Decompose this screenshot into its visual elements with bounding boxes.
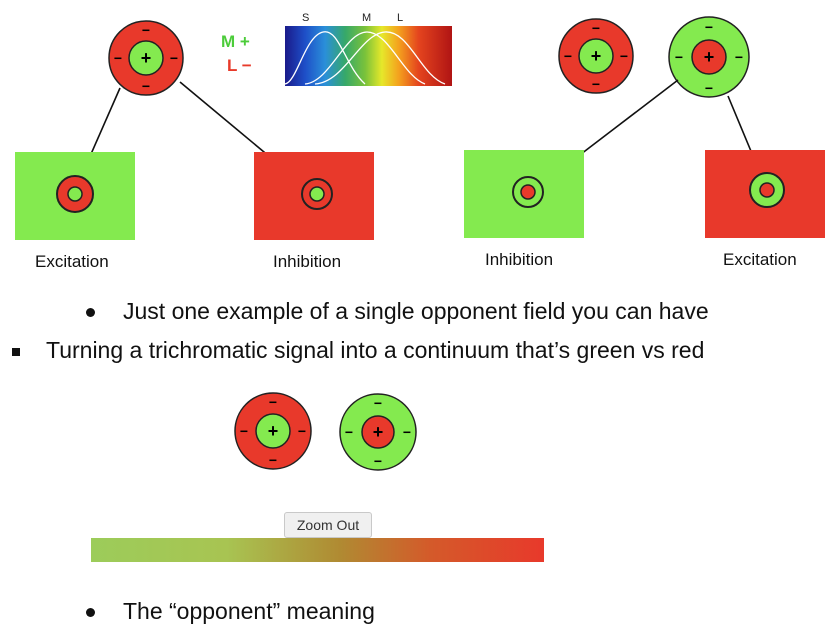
bullet-text-3: The “opponent” meaning: [123, 598, 375, 624]
receptive-field-red-surround-left: + − − − −: [108, 20, 184, 96]
bullet-text-1: Just one example of a single opponent fi…: [123, 298, 709, 324]
svg-text:−: −: [592, 76, 600, 92]
svg-text:−: −: [298, 423, 306, 439]
svg-text:−: −: [403, 424, 411, 440]
label-inhibition-left: Inhibition: [273, 252, 342, 271]
bullet-opponent-meaning: The “opponent” meaning: [86, 598, 375, 625]
svg-text:−: −: [269, 394, 277, 410]
cone-spectrum: [284, 26, 452, 86]
zoom-out-button[interactable]: Zoom Out: [284, 512, 372, 538]
svg-text:+: +: [268, 421, 279, 441]
receptive-field-red-surround-lower: + − − − −: [234, 392, 312, 470]
bullet-dot-icon: [86, 608, 95, 618]
label-excitation-right: Excitation: [723, 250, 797, 269]
panel-excitation-left: [15, 152, 135, 240]
surround-minus-left: −: [114, 50, 122, 66]
svg-text:−: −: [345, 424, 353, 440]
panel-inhibition-left: [254, 152, 374, 240]
l-cone-curve: [314, 31, 446, 85]
svg-text:−: −: [374, 453, 382, 469]
bullet-dot-icon: [86, 308, 95, 318]
svg-text:+: +: [704, 47, 715, 67]
svg-text:+: +: [373, 422, 384, 442]
svg-text:−: −: [269, 452, 277, 468]
center-plus: +: [141, 48, 152, 68]
bullet-single-opponent: Just one example of a single opponent fi…: [86, 298, 709, 325]
receptive-field-green-surround-right: + − − − −: [668, 16, 750, 98]
svg-text:−: −: [735, 49, 743, 65]
receptive-field-red-surround-right: + − − − −: [558, 18, 634, 94]
svg-text:−: −: [620, 48, 628, 64]
svg-text:+: +: [591, 46, 602, 66]
receptive-field-green-surround-lower: + − − − −: [339, 393, 417, 471]
panel-excitation-right: [705, 150, 825, 238]
surround-minus-right: −: [170, 50, 178, 66]
bullet-square-icon: [12, 347, 20, 356]
bullet-trichromatic: Turning a trichromatic signal into a con…: [12, 337, 704, 364]
svg-text:−: −: [592, 20, 600, 36]
surround-minus-top: −: [142, 22, 150, 38]
svg-text:−: −: [374, 395, 382, 411]
panel-inhibition-right: [464, 150, 584, 238]
s-cone-curve: [284, 31, 366, 85]
svg-text:−: −: [564, 48, 572, 64]
surround-minus-bottom: −: [142, 78, 150, 94]
spectrum-label-l: L: [397, 12, 404, 24]
m-cone-curve: [304, 31, 426, 85]
green-red-continuum-bar: [91, 538, 544, 562]
label-excitation-left: Excitation: [35, 252, 109, 271]
svg-text:−: −: [240, 423, 248, 439]
spectrum-label-m: M: [362, 12, 372, 24]
svg-text:−: −: [675, 49, 683, 65]
spectrum-label-s: S: [302, 12, 310, 24]
legend-m-plus: M +: [221, 32, 250, 51]
bullet-text-2: Turning a trichromatic signal into a con…: [46, 337, 705, 363]
label-inhibition-right: Inhibition: [485, 250, 554, 269]
svg-text:−: −: [705, 80, 713, 96]
svg-text:−: −: [705, 19, 713, 35]
legend-l-minus: L −: [227, 56, 252, 75]
